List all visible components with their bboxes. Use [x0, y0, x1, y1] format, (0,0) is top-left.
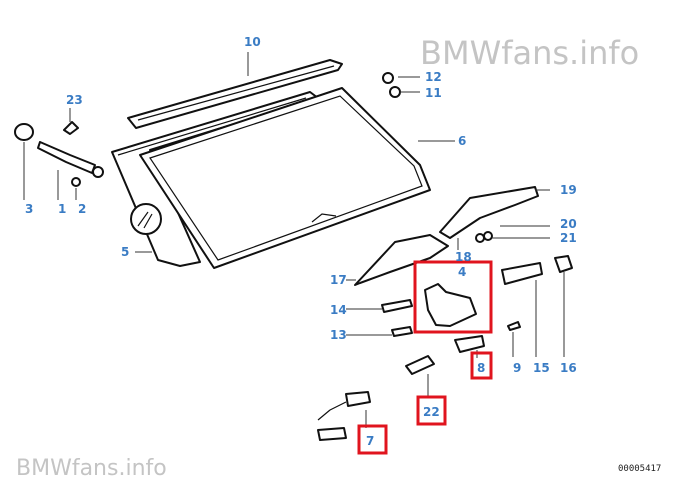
part-striker[interactable] — [501, 262, 543, 285]
label-3[interactable]: 3 — [25, 202, 33, 216]
label-9[interactable]: 9 — [513, 361, 521, 375]
part-handle[interactable] — [439, 186, 539, 239]
label-20[interactable]: 20 — [560, 217, 577, 231]
leader-lines — [23, 52, 565, 428]
part-screw[interactable] — [507, 321, 521, 331]
label-17[interactable]: 17 — [330, 273, 347, 287]
part-lock[interactable] — [424, 283, 477, 327]
label-14[interactable]: 14 — [330, 303, 347, 317]
part-spoiler[interactable] — [127, 59, 343, 129]
highlight-part-7 — [357, 424, 388, 455]
part-ring[interactable] — [71, 177, 81, 187]
label-11[interactable]: 11 — [425, 86, 442, 100]
label-4[interactable]: 4 — [458, 265, 466, 279]
watermark-bottom: BMWfans.info — [16, 456, 167, 481]
part-plug[interactable] — [317, 427, 347, 441]
part-switch[interactable] — [454, 335, 485, 353]
part-bolt-14[interactable] — [381, 299, 413, 313]
watermark-top: BMWfans.info — [420, 34, 639, 72]
label-6[interactable]: 6 — [458, 134, 466, 148]
part-21[interactable] — [475, 233, 485, 243]
label-13[interactable]: 13 — [330, 328, 347, 342]
part-clip[interactable] — [63, 121, 79, 135]
highlight-part-22 — [416, 395, 447, 426]
part-12[interactable] — [382, 72, 394, 84]
label-2[interactable]: 2 — [78, 202, 86, 216]
part-11[interactable] — [389, 86, 401, 98]
part-gas-strut[interactable] — [14, 123, 104, 178]
part-bolt-13[interactable] — [391, 326, 413, 337]
label-15[interactable]: 15 — [533, 361, 550, 375]
detail-icon — [137, 211, 153, 229]
part-20[interactable] — [483, 231, 493, 241]
label-5[interactable]: 5 — [121, 245, 129, 259]
label-18[interactable]: 18 — [455, 250, 472, 264]
part-microswitch[interactable] — [345, 391, 371, 407]
part-rear-glass[interactable] — [139, 87, 431, 269]
label-8[interactable]: 8 — [477, 361, 485, 375]
diagram-code: 00005417 — [618, 464, 661, 474]
label-12[interactable]: 12 — [425, 70, 442, 84]
label-10[interactable]: 10 — [244, 35, 261, 49]
label-7[interactable]: 7 — [366, 434, 374, 448]
part-connector[interactable] — [405, 355, 435, 375]
label-16[interactable]: 16 — [560, 361, 577, 375]
label-19[interactable]: 19 — [560, 183, 577, 197]
highlight-part-4 — [413, 260, 493, 334]
part-nut[interactable] — [554, 255, 573, 273]
detail-callout — [130, 203, 162, 235]
label-22[interactable]: 22 — [423, 405, 440, 419]
highlight-part-8 — [470, 351, 493, 380]
label-1[interactable]: 1 — [58, 202, 66, 216]
label-21[interactable]: 21 — [560, 231, 577, 245]
label-23[interactable]: 23 — [66, 93, 83, 107]
part-trim[interactable] — [354, 234, 449, 286]
